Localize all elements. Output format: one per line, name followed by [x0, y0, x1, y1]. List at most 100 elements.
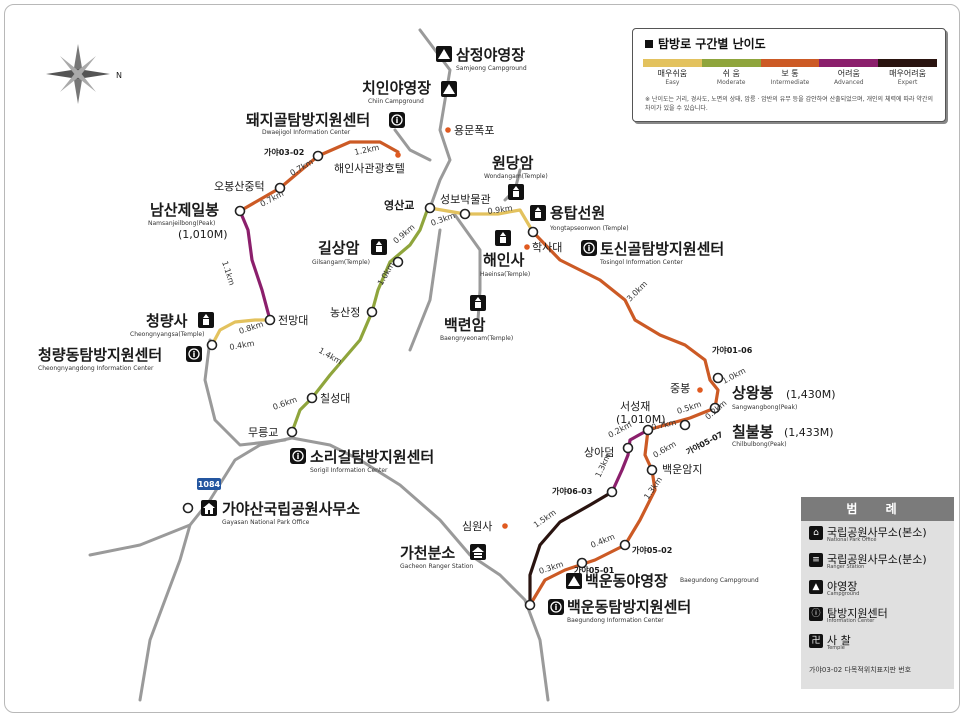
label-gilsangam: 길상암: [318, 239, 360, 257]
label-chiin-en: Chiin Campground: [368, 98, 424, 105]
label-yongtap-en: Yongtapseonwon (Temple): [549, 225, 629, 232]
label-wondangam-en: Wondangam(Temple): [484, 173, 548, 180]
temple-icon: [371, 239, 387, 255]
difficulty-bar-advanced: [819, 59, 879, 67]
difficulty-bar-moderate: [701, 59, 761, 67]
distance-label: 1.0km: [721, 366, 748, 386]
label-cheongryangsa-en: Cheongnyangsa(Temple): [130, 331, 204, 338]
label-simwonsa: 심원사: [462, 520, 492, 533]
label-tosingol: 토신골탐방지원센터: [600, 240, 724, 258]
distance-label: 0.3km: [430, 211, 457, 228]
legend-footnote: 가야03-02 다목적위치표지판 번호: [809, 666, 912, 674]
campground-icon: ▲: [809, 580, 823, 594]
distance-label: 1.4km: [317, 346, 343, 366]
label-museum: 성보박물관: [440, 193, 491, 206]
label-dwaejigol: 돼지골탐방지원센터: [246, 111, 370, 129]
label-chilbulbong: 칠불봉: [732, 423, 774, 441]
label-namsan-elev: (1,010M): [178, 228, 228, 241]
distance-label: 0.4km: [589, 532, 616, 550]
info-center-icon: i: [548, 599, 564, 615]
distance-label: 0.7km: [289, 157, 315, 177]
label-seoseongjae-elev: (1,010M): [616, 413, 666, 426]
info-center-icon: i: [186, 346, 202, 362]
info-center-icon: i: [581, 240, 597, 256]
label-haeinsa: 해인사: [483, 251, 525, 269]
label-samjeong-en: Samjeong Campground: [456, 65, 527, 72]
label-office: 가야산국립공원사무소: [222, 500, 360, 518]
label-chilseongdae: 칠성대: [320, 392, 350, 405]
label-cheongryangdong-en: Cheongnyangdong Information Center: [38, 365, 154, 372]
office-icon: ⌂: [809, 526, 823, 540]
temple-icon: [530, 205, 546, 221]
info-center-icon: i: [389, 112, 405, 128]
label-sangwangbong: 상왕봉: [732, 384, 774, 402]
label-yongmun: 용문폭포: [454, 124, 494, 137]
label-namsan: 남산제일봉: [150, 201, 219, 219]
label-gaya0501: 가야05-01: [574, 565, 615, 575]
label-chilbulbong-en: Chilbulbong(Peak): [732, 441, 787, 448]
label-sangwangbong-elev: (1,430M): [786, 388, 836, 401]
label-baegundong-info-en: Baegundong Information Center: [567, 617, 664, 624]
trail-dwaejigol-namsan: [238, 140, 400, 213]
distance-label: 1.5km: [532, 508, 558, 530]
label-namsan-en: Namsanjeilbong(Peak): [148, 220, 215, 227]
label-cheongryangsa: 청량사: [146, 312, 188, 330]
info-center-icon: ⓘ: [809, 607, 823, 621]
label-gacheon: 가천분소: [400, 544, 455, 562]
temple-icon: [470, 295, 486, 311]
label-yeongsangyo: 영산교: [384, 198, 414, 212]
legend-item: ▲ 야영장 Campground: [809, 578, 954, 602]
campground-icon: [436, 46, 452, 62]
label-gaya0502: 가야05-02: [632, 545, 672, 555]
label-yongtap: 용탑선원: [550, 204, 605, 222]
svg-text:i: i: [193, 350, 196, 359]
label-baengnyeonam-en: Baengnyeonam(Temple): [440, 335, 513, 342]
orange-markers: [395, 127, 703, 529]
distance-label: 0.6km: [272, 395, 299, 412]
ranger-station-icon: [470, 544, 486, 560]
legend-item: ⓘ 탐방지원센터 Information Center: [809, 605, 954, 629]
label-haksadae: 학사대: [532, 241, 562, 254]
svg-text:i: i: [396, 116, 399, 125]
campground-icon: [566, 573, 582, 589]
ranger-station-icon: ≡: [809, 553, 823, 567]
trail-nodes: [182, 150, 724, 611]
distance-label: 1.3km: [642, 475, 664, 501]
label-chilbulbong-elev: (1,433M): [784, 426, 834, 439]
label-gaya0507: 가야05-07: [684, 429, 724, 457]
difficulty-note: ※ 난이도는 거리, 경사도, 노면의 상태, 암릉 · 암반의 유무 등을 감…: [645, 96, 933, 112]
trail-sangadeom-baegundong: [528, 490, 614, 607]
label-sangadeom: 상아덤: [584, 446, 614, 459]
roads: [88, 28, 550, 702]
trail-namsan-jeonmangdae: [238, 209, 272, 322]
distance-label: 0.4km: [229, 339, 256, 352]
svg-text:i: i: [297, 452, 300, 461]
label-nongsanjeong: 농산정: [330, 306, 360, 319]
road-number-badge: [197, 478, 221, 490]
legend-item: 卍 사 찰 Temple: [809, 632, 954, 656]
label-baengnyeonam: 백련암: [444, 316, 486, 334]
compass-north: N: [116, 71, 122, 80]
difficulty-bar-easy: [643, 59, 702, 67]
label-sorigil: 소리길탐방지원센터: [310, 448, 434, 466]
label-gaya0302: 가야03-02: [264, 147, 304, 157]
campground-icon: [441, 81, 457, 97]
temple-icon: [508, 184, 524, 200]
label-sorigil-en: Sorigil Information Center: [310, 467, 388, 474]
info-center-icon: i: [290, 448, 306, 464]
office-icon: [201, 500, 217, 516]
label-gaya0106: 가야01-06: [712, 345, 753, 355]
trail-sangwang-seoseong: [528, 406, 717, 607]
label-mureunggyo: 무릉교: [248, 426, 278, 439]
trail-seoseong-sangadeom: [610, 428, 650, 494]
label-obongsan: 오봉산중턱: [214, 180, 265, 193]
svg-text:i: i: [588, 244, 591, 253]
distance-label: 1.1km: [220, 260, 236, 287]
label-cheongryangdong: 청량동탐방지원센터: [38, 346, 162, 364]
label-haeinsa-en: Haeinsa(Temple): [480, 271, 530, 278]
